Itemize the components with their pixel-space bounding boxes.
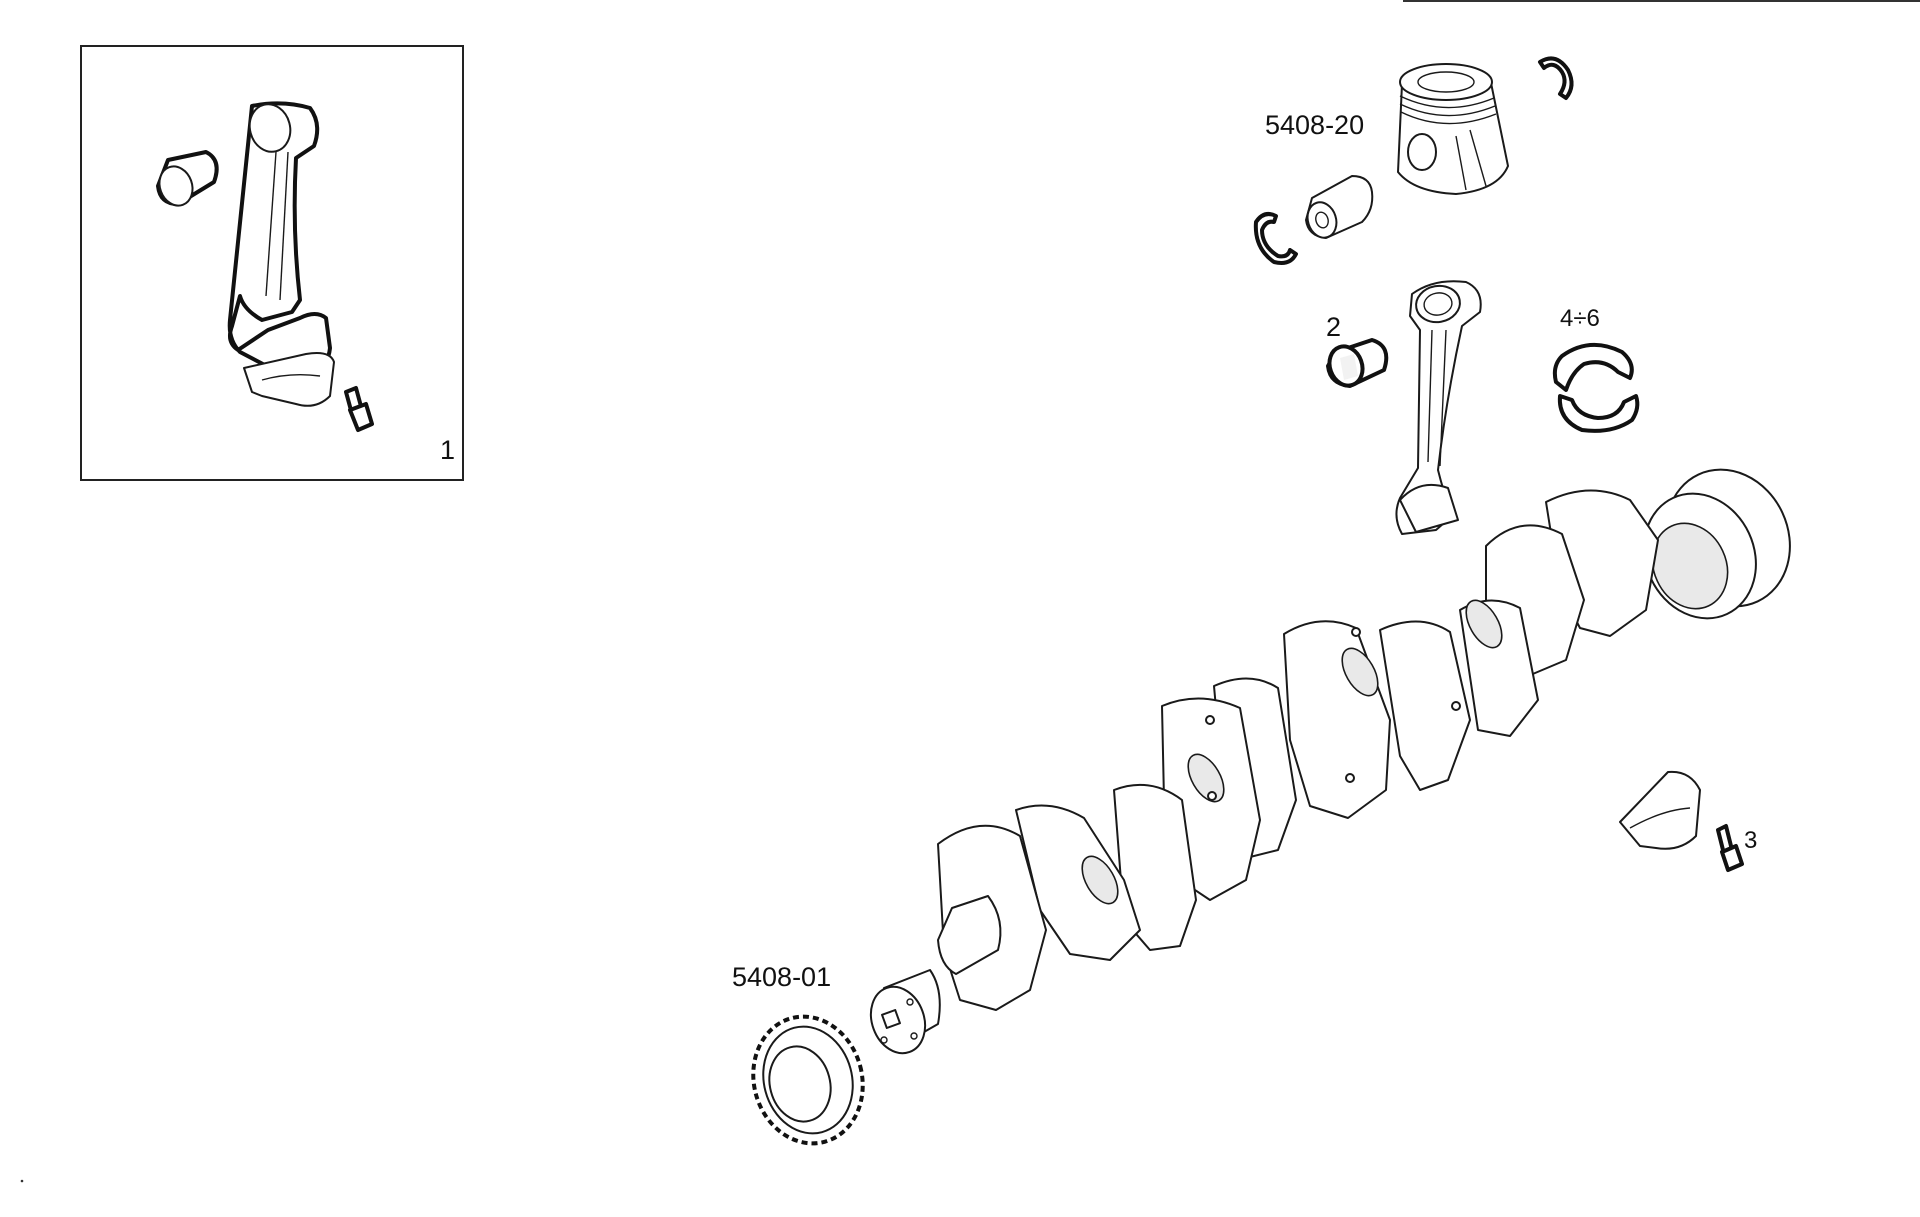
stray-dot (20, 1179, 24, 1183)
crankshaft-icon (869, 468, 1791, 1055)
piston-assembly[interactable]: 5408-20 (1253, 56, 1574, 265)
kit-connecting-rod-icon (227, 101, 335, 407)
bushing-icon (1326, 338, 1389, 388)
circlip-left-icon (1253, 212, 1298, 265)
bolt-item-number: 3 (1744, 827, 1757, 854)
bearings-item-range: 4÷6 (1560, 305, 1600, 332)
kit-bushing-icon (156, 150, 219, 207)
main-bearing-bolt-icon (1716, 824, 1744, 872)
kit-bolt-icon (344, 386, 374, 432)
connecting-rod-icon (1395, 280, 1482, 535)
piston-icon (1397, 63, 1509, 195)
kit-item-number: 1 (440, 435, 455, 465)
bearing-upper-shell-icon (1552, 342, 1634, 392)
gear-part-number: 5408-01 (732, 962, 831, 992)
bearing-shells-part[interactable]: 4÷6 (1552, 305, 1640, 433)
kit-box[interactable]: 1 (80, 45, 464, 481)
bearing-cap-part[interactable]: 3 (1619, 770, 1757, 872)
circlip-top-icon (1538, 56, 1574, 100)
gear-part[interactable]: 5408-01 (732, 962, 877, 1156)
piston-pin-icon (1305, 175, 1374, 239)
bearing-lower-shell-icon (1557, 394, 1640, 433)
main-bearing-cap-icon (1619, 770, 1701, 850)
connecting-rod-part[interactable] (1395, 280, 1482, 535)
bushing-item-number: 2 (1326, 312, 1341, 342)
timing-gear-icon (751, 1014, 865, 1146)
kit-box-frame (80, 45, 464, 481)
crankshaft-part[interactable] (862, 449, 1812, 1061)
piston-part-number: 5408-20 (1265, 110, 1364, 140)
bushing-part[interactable]: 2 (1324, 312, 1389, 390)
